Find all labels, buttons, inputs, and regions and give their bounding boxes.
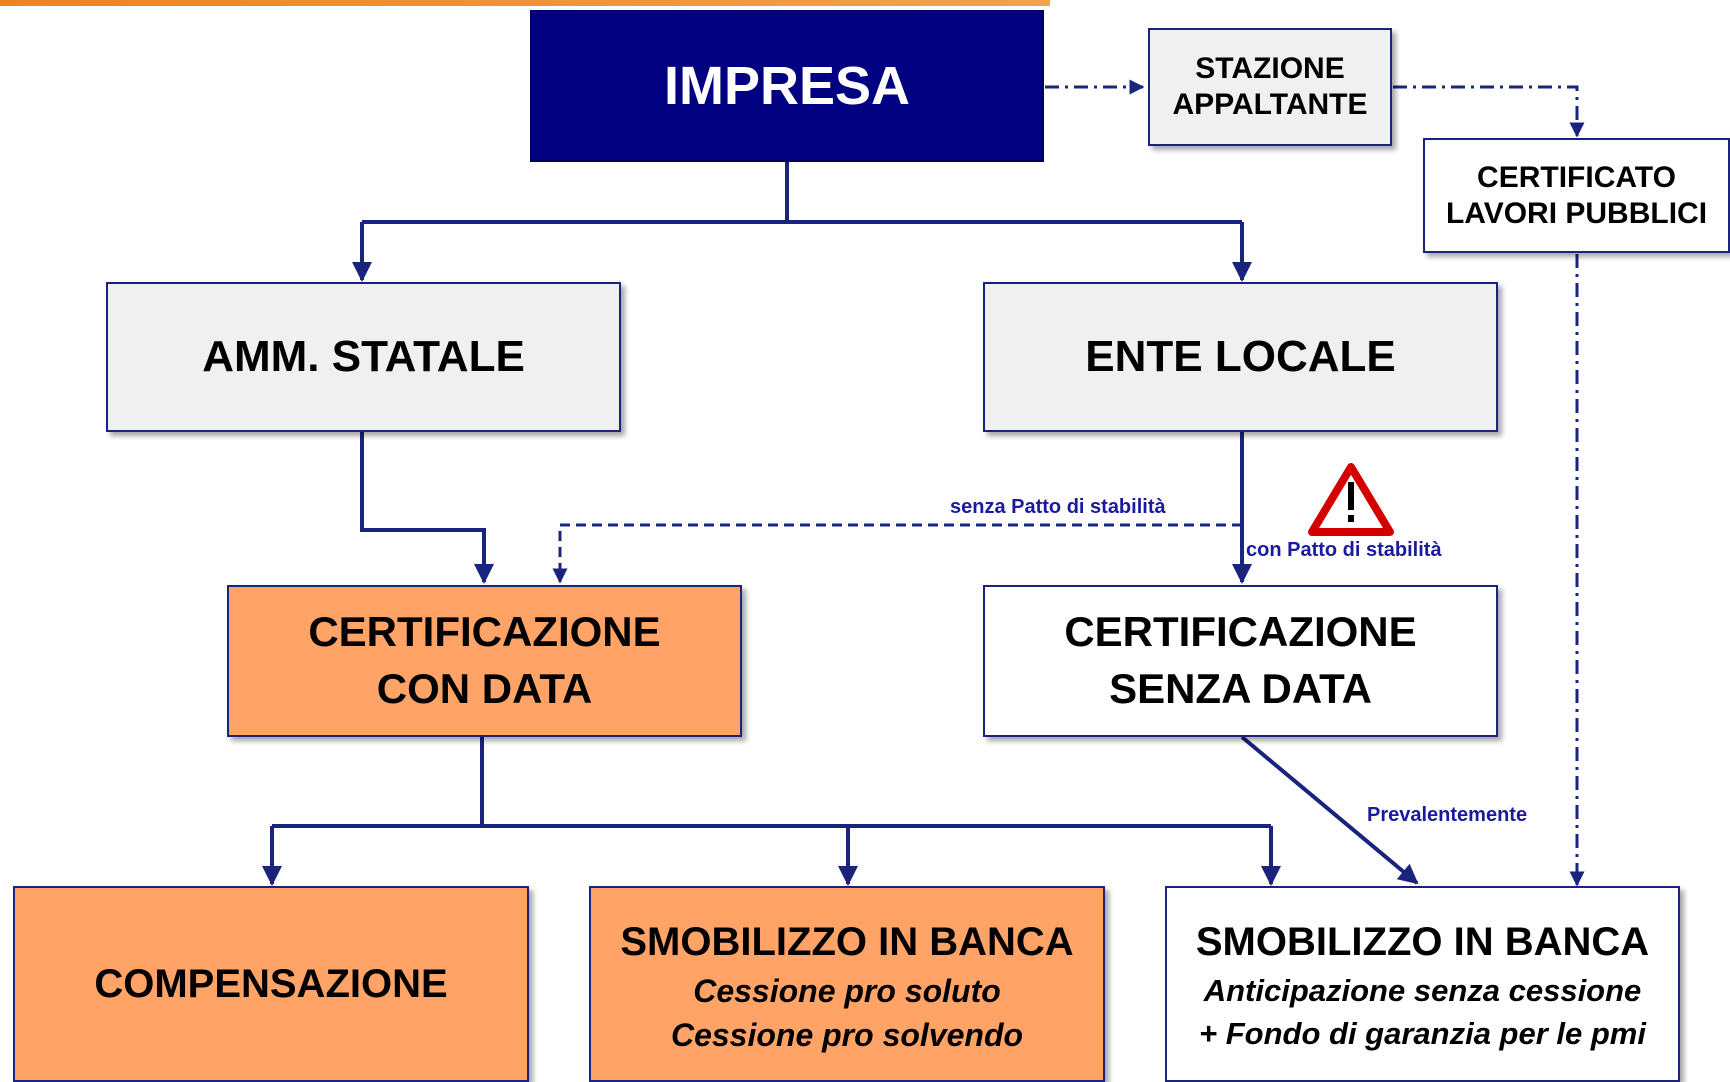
node-certificato-line2: LAVORI PUBBLICI [1445,196,1708,230]
node-smobilizzo-2-title: SMOBILIZZO IN BANCA [1195,920,1650,964]
node-impresa: IMPRESA [530,10,1044,162]
node-smobilizzo-2-line1: Anticipazione senza cessione [1203,973,1642,1008]
label-prevalentemente: Prevalentemente [1367,804,1528,826]
node-smobilizzo-1-line2: Cessione pro solvendo [670,1017,1024,1054]
node-cert-senza-data-line2: SENZA DATA [1109,665,1372,712]
node-certificato-lavori-pubblici: CERTIFICATO LAVORI PUBBLICI [1423,138,1730,253]
node-ente-locale-label: ENTE LOCALE [1085,331,1396,381]
label-con-patto: con Patto di stabilità [1246,539,1442,561]
label-senza-patto: senza Patto di stabilità [950,496,1166,518]
node-cert-con-data-line2: CON DATA [376,665,593,712]
node-certificato-line1: CERTIFICATO [1477,160,1676,194]
node-smobilizzo-1-title: SMOBILIZZO IN BANCA [620,920,1074,964]
node-smobilizzo-2-line2: + Fondo di garanzia per le pmi [1199,1016,1646,1052]
arrow-amm-to-cert-con-data [360,432,494,584]
node-certificazione-con-data: CERTIFICAZIONE CON DATA [227,585,742,737]
node-amm-statale-label: AMM. STATALE [202,331,525,381]
arrow-stazione-to-certificato [1393,85,1585,138]
node-ente-locale: ENTE LOCALE [983,282,1498,432]
node-stazione-appaltante: STAZIONE APPALTANTE [1148,28,1392,146]
node-impresa-label: IMPRESA [663,55,911,116]
connector-cert-con-data-split [272,737,1271,828]
node-smobilizzo-banca-1: SMOBILIZZO IN BANCA Cessione pro soluto … [589,886,1105,1082]
node-smobilizzo-banca-2: SMOBILIZZO IN BANCA Anticipazione senza … [1165,886,1680,1082]
node-certificazione-senza-data: CERTIFICAZIONE SENZA DATA [983,585,1498,737]
node-stazione-line1: STAZIONE [1195,52,1345,85]
node-compensazione-label: COMPENSAZIONE [94,962,448,1006]
node-compensazione: COMPENSAZIONE [13,886,529,1082]
connector-impresa-split [362,162,1242,224]
top-accent-bar [0,0,1050,6]
node-stazione-line2: APPALTANTE [1172,88,1368,121]
node-smobilizzo-1-line1: Cessione pro soluto [693,973,1001,1009]
node-cert-senza-data-line1: CERTIFICAZIONE [1064,608,1417,656]
arrow-senza-patto [552,523,1242,584]
arrow-prevalentemente [1240,735,1419,885]
node-amm-statale: AMM. STATALE [106,282,621,432]
node-cert-con-data-line1: CERTIFICAZIONE [308,608,661,656]
warning-triangle-icon [1308,463,1394,536]
